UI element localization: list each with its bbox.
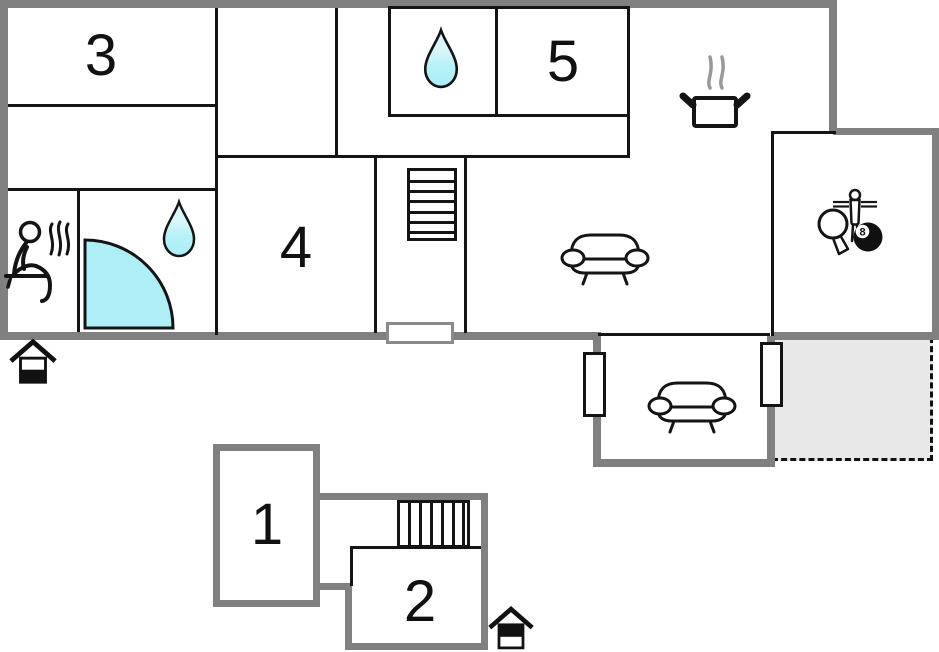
- water-drop-icon: [423, 25, 459, 89]
- shower-door-icon: [83, 238, 175, 330]
- wall-sauna-divider: [77, 191, 80, 332]
- water-drop-icon: [162, 198, 196, 258]
- wall-bottom-main: [0, 332, 601, 340]
- wall-left: [0, 8, 8, 340]
- lower-stairs-icon: [397, 500, 470, 548]
- upper-stairs-icon: [407, 168, 457, 241]
- wall-room1-bottom: [213, 600, 320, 607]
- game-room-icons: 8: [817, 188, 883, 256]
- wall-bathroom-left: [388, 6, 391, 117]
- wall-left-rooms-right: [215, 8, 218, 335]
- wall-gameroom-bottom: [771, 332, 939, 340]
- wall-bath-room5-divider: [495, 6, 498, 117]
- wall-stairwell-right: [464, 158, 467, 333]
- wall-lower-right: [481, 493, 488, 650]
- wall-room5-right: [627, 6, 630, 158]
- house-marker-ground: [9, 338, 57, 384]
- wall-bathblock-top: [388, 6, 630, 9]
- wall-stairwell-left: [374, 158, 377, 333]
- cooking-pot-icon: [679, 55, 751, 128]
- wall-room1-top: [213, 444, 320, 451]
- room-4-label: 4: [279, 215, 313, 280]
- wall-kitchen-right: [829, 8, 837, 133]
- room-2-label: 2: [403, 569, 437, 634]
- wall-lower-corridor-top: [313, 493, 488, 500]
- wall-annex-bottom: [593, 459, 775, 467]
- wall-subroom-bottom: [8, 188, 217, 191]
- room-3-label: 3: [84, 23, 118, 88]
- wall-room1-left: [213, 444, 220, 607]
- sofa-icon: [560, 233, 650, 286]
- wall-bathblock-bottom: [388, 114, 630, 117]
- wall-lower-connector: [313, 583, 352, 590]
- wall-top: [0, 0, 837, 8]
- wall-gameroom-top: [833, 128, 939, 135]
- sofa-icon: [647, 381, 737, 434]
- wall-right-outer: [932, 135, 939, 338]
- wall-hall-bottom: [215, 155, 630, 158]
- billiard-eight-ball-icon: 8: [853, 222, 883, 252]
- wall-room2-left: [345, 583, 352, 650]
- wall-room2-bottom: [345, 643, 488, 650]
- wall-room3-bottom: [8, 104, 217, 107]
- room-1-label: 1: [250, 492, 284, 557]
- wall-annex-top: [598, 333, 770, 336]
- wall-room2-left-upper: [350, 546, 353, 586]
- window-marker-annex-right: [760, 342, 783, 407]
- wall-room1-right: [313, 444, 320, 607]
- wall-gameroom-left: [771, 133, 774, 336]
- wall-midroom-right: [335, 8, 338, 157]
- wall-gameroom-top-inner: [771, 131, 836, 134]
- sauna-person-icon: [4, 220, 71, 303]
- window-marker-annex-left: [583, 352, 606, 417]
- room-5-label: 5: [546, 29, 580, 94]
- table-tennis-paddle-icon: [817, 208, 850, 256]
- eight-ball-number: 8: [859, 227, 865, 239]
- door-marker: [386, 322, 454, 344]
- house-marker-upper: [488, 606, 534, 650]
- terrace-area: [772, 337, 933, 461]
